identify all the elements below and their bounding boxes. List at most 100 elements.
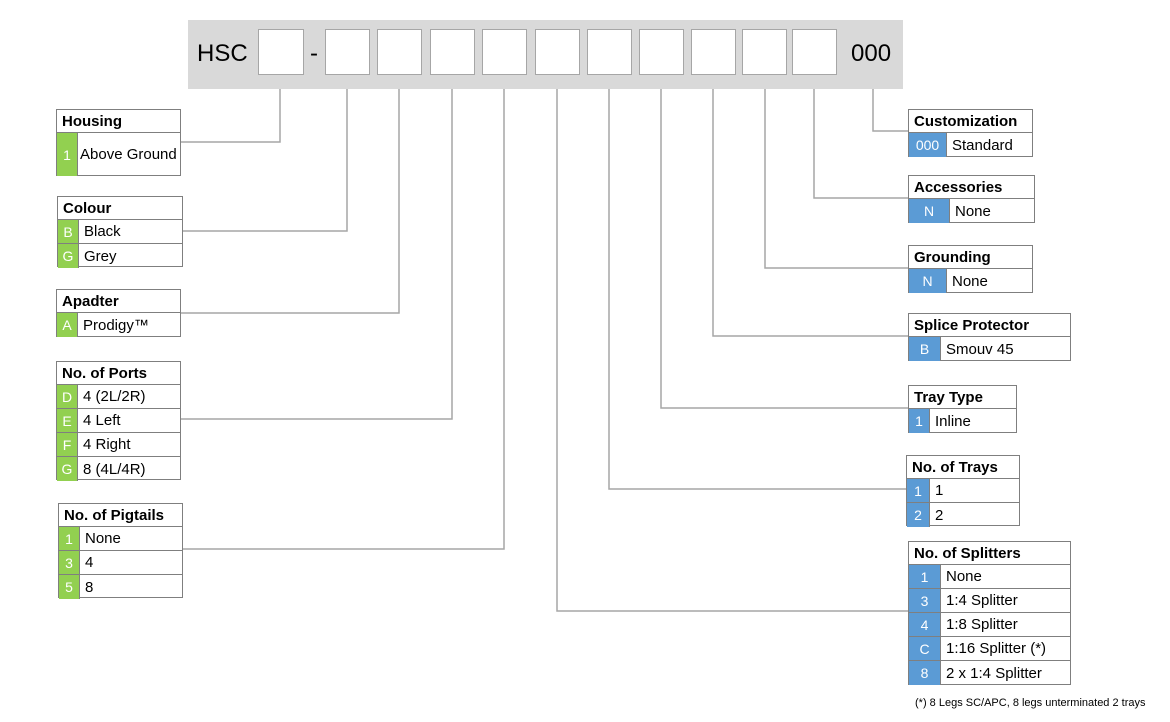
option-label: None <box>955 202 991 220</box>
option-label: 1:16 Splitter (*) <box>946 640 1047 657</box>
option-code: N <box>909 199 950 223</box>
part-number-separator: - <box>310 40 318 67</box>
option-label: Inline <box>935 412 971 430</box>
option-label: 1:4 Splitter <box>946 592 1018 609</box>
option-row: 5 8 <box>59 575 182 599</box>
slot-tray-type <box>639 29 684 75</box>
option-label: 2 <box>935 506 944 524</box>
option-row: G Grey <box>58 244 182 268</box>
connector-splitters <box>556 75 908 612</box>
option-code: 1 <box>57 133 78 176</box>
table-title: Tray Type <box>909 386 1016 409</box>
option-row: 000 Standard <box>909 133 1032 157</box>
connector-housing <box>181 75 281 143</box>
option-row: B Black <box>58 220 182 244</box>
table-title: No. of Pigtails <box>59 504 182 527</box>
option-code: B <box>909 337 941 361</box>
option-row: 3 4 <box>59 551 182 575</box>
connector-pigtails <box>183 75 505 550</box>
option-row: 1 None <box>59 527 182 551</box>
table-colour: Colour B Black G Grey <box>57 196 183 268</box>
connector-trays <box>608 75 908 490</box>
option-label: 4 (2L/2R) <box>83 388 146 405</box>
slot-splice-protector <box>691 29 736 75</box>
option-label: Smouv 45 <box>946 340 1014 358</box>
table-title: No. of Splitters <box>909 542 1070 565</box>
option-code: 5 <box>59 575 80 599</box>
option-code: C <box>909 637 941 660</box>
slot-accessories <box>792 29 837 75</box>
table-splitters: No. of Splitters 1 None 3 1:4 Splitter 4… <box>908 541 1071 685</box>
slot-splitters <box>535 29 580 75</box>
option-code: A <box>57 313 78 337</box>
option-row: E 4 Left <box>57 409 180 433</box>
option-label: None <box>952 272 988 290</box>
option-label: None <box>946 568 982 585</box>
option-label: 2 x 1:4 Splitter <box>946 664 1042 682</box>
option-code: 2 <box>907 503 930 527</box>
table-title: Accessories <box>909 176 1034 199</box>
option-row: 1 Inline <box>909 409 1016 433</box>
table-title: Colour <box>58 197 182 220</box>
option-row: 8 2 x 1:4 Splitter <box>909 661 1070 685</box>
slot-pigtails <box>482 29 527 75</box>
option-code: 1 <box>909 409 930 433</box>
connector-colour <box>183 75 348 232</box>
table-title: Housing <box>57 110 180 133</box>
option-code: D <box>57 385 78 408</box>
option-code: 8 <box>909 661 941 685</box>
option-row: N None <box>909 199 1034 223</box>
option-label: 8 (4L/4R) <box>83 460 146 478</box>
option-row: A Prodigy™ <box>57 313 180 337</box>
option-row: F 4 Right <box>57 433 180 457</box>
option-code: 1 <box>907 479 930 502</box>
connector-ports <box>181 75 453 420</box>
table-customization: Customization 000 Standard <box>908 109 1033 157</box>
option-code: G <box>58 244 79 268</box>
option-row: 3 1:4 Splitter <box>909 589 1070 613</box>
connector-customization <box>872 75 908 132</box>
option-label: None <box>85 530 121 547</box>
part-number-prefix: HSC <box>197 40 248 67</box>
option-code: E <box>57 409 78 432</box>
table-title: Customization <box>909 110 1032 133</box>
table-title: No. of Ports <box>57 362 180 385</box>
option-code: 3 <box>59 551 80 574</box>
option-code: B <box>58 220 79 243</box>
slot-grounding <box>742 29 787 75</box>
option-label: 4 Left <box>83 412 121 429</box>
option-label: 1 <box>935 482 944 499</box>
connector-grounding <box>764 75 909 269</box>
table-trays: No. of Trays 1 1 2 2 <box>906 455 1020 527</box>
option-label: 1:8 Splitter <box>946 616 1018 633</box>
option-label: Prodigy™ <box>83 316 149 334</box>
table-accessories: Accessories N None <box>908 175 1035 223</box>
option-code: 1 <box>59 527 80 550</box>
option-code: N <box>909 269 947 293</box>
footnote: (*) 8 Legs SC/APC, 8 legs unterminated 2… <box>915 697 1146 709</box>
slot-adapter <box>377 29 422 75</box>
table-splice-protector: Splice Protector B Smouv 45 <box>908 313 1071 361</box>
option-code: F <box>57 433 78 456</box>
option-row: G 8 (4L/4R) <box>57 457 180 481</box>
connector-splice-protector <box>712 75 909 337</box>
option-label: 4 <box>85 554 94 571</box>
option-label: Above Ground <box>80 145 177 163</box>
option-row: 4 1:8 Splitter <box>909 613 1070 637</box>
option-row: 2 2 <box>907 503 1019 527</box>
option-label: 4 Right <box>83 436 131 453</box>
option-code: 3 <box>909 589 941 612</box>
table-title: Apadter <box>57 290 180 313</box>
option-row: 1 None <box>909 565 1070 589</box>
option-row: D 4 (2L/2R) <box>57 385 180 409</box>
table-housing: Housing 1 Above Ground <box>56 109 181 176</box>
table-tray-type: Tray Type 1 Inline <box>908 385 1017 433</box>
option-row: C 1:16 Splitter (*) <box>909 637 1070 661</box>
slot-trays <box>587 29 632 75</box>
slot-colour <box>325 29 370 75</box>
option-label: Standard <box>952 136 1013 154</box>
connector-tray-type <box>660 75 909 409</box>
table-title: Grounding <box>909 246 1032 269</box>
table-grounding: Grounding N None <box>908 245 1033 293</box>
